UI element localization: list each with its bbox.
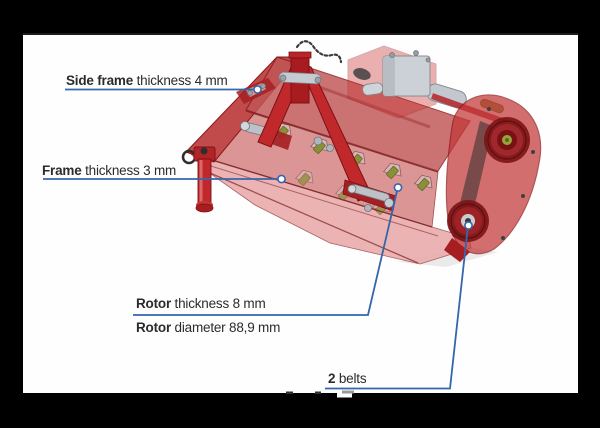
annotation-rotor-thickness-term: Rotor: [136, 296, 171, 311]
belt-housing: [444, 94, 542, 262]
leader-side-frame: [65, 85, 262, 94]
mower-illustration: [181, 40, 542, 398]
safety-chain: [295, 40, 343, 64]
leader-marker-frame: [277, 174, 286, 184]
annotation-belts-value: belts: [335, 371, 367, 386]
leader-marker-belts: [464, 221, 473, 230]
leader-belts: [325, 221, 473, 390]
deck-top-streak: [299, 78, 431, 129]
annotation-belts: 2 belts: [328, 371, 367, 386]
annotation-rotor-diameter: Rotor diameter 88,9 mm: [136, 320, 280, 335]
upper-pulley: [484, 117, 530, 163]
lower-pulley: [447, 200, 489, 242]
annotation-side-frame: Side frame thickness 4 mm: [66, 73, 228, 88]
annotation-rotor-diameter-value: diameter 88,9 mm: [171, 320, 281, 335]
cropped-caption-fragments: [286, 390, 354, 398]
annotation-rotor-thickness: Rotor thickness 8 mm: [136, 296, 266, 311]
leader-frame: [43, 174, 286, 184]
annotation-rotor-diameter-term: Rotor: [136, 320, 171, 335]
parking-stand: [181, 146, 216, 213]
annotation-side-frame-value: thickness 4 mm: [133, 73, 228, 88]
top-mast: [278, 51, 322, 104]
leader-rotor-thickness: [133, 183, 403, 316]
leader-marker-rotor: [393, 183, 403, 192]
leader-marker-side-frame: [253, 85, 262, 94]
flail-blades: [272, 122, 433, 191]
annotation-side-frame-term: Side frame: [66, 73, 134, 88]
gearbox: [347, 45, 507, 125]
annotation-rotor-thickness-value: thickness 8 mm: [171, 296, 266, 311]
annotation-frame-term: Frame: [42, 163, 82, 178]
annotation-belts-term: 2: [328, 371, 336, 386]
annotation-frame-value: thickness 3 mm: [81, 163, 177, 178]
annotation-frame: Frame thickness 3 mm: [42, 163, 176, 178]
